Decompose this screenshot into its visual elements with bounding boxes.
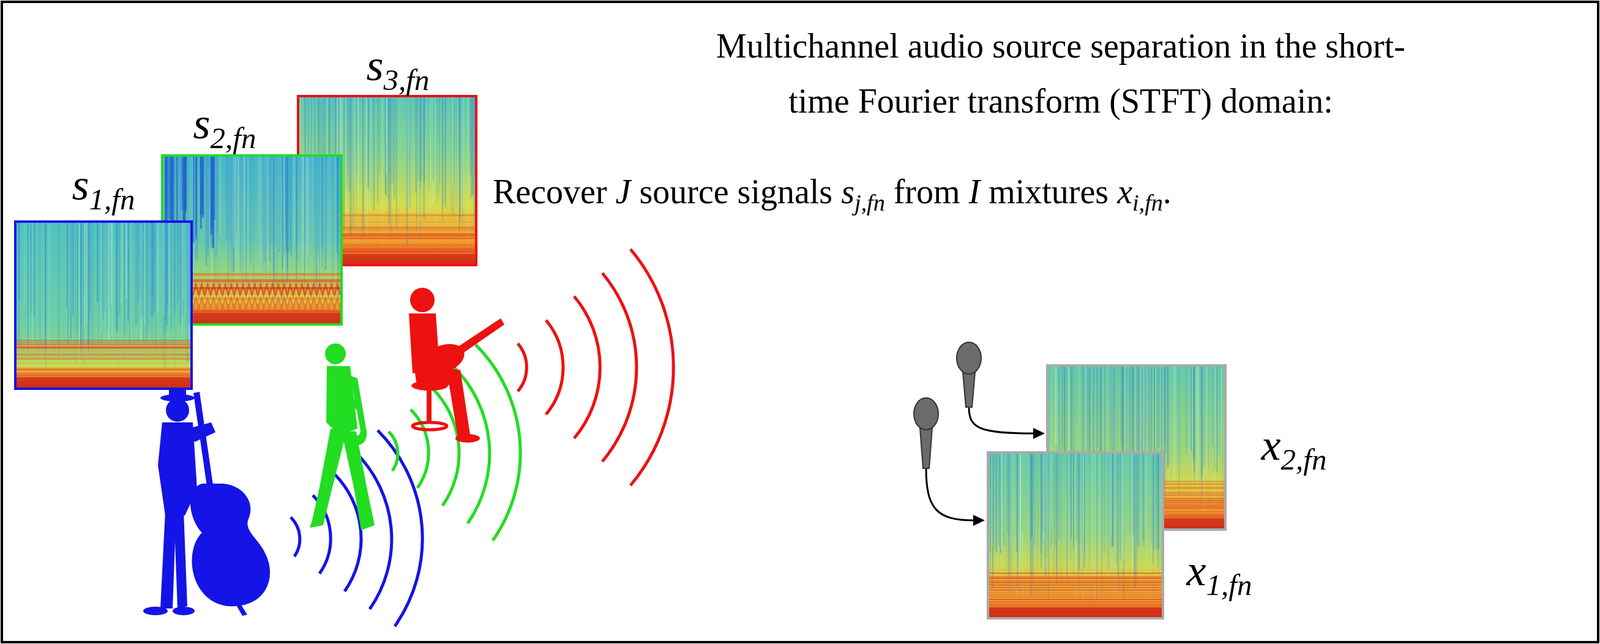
green-waves xyxy=(388,344,521,541)
spectrogram-box: s1,fn xyxy=(14,220,193,390)
text-part: x xyxy=(1186,545,1207,595)
title: Multichannel audio source separation in … xyxy=(693,18,1429,129)
signal-label: s2,fn xyxy=(193,99,257,155)
text-part: signals xyxy=(737,172,834,211)
signal-label: s3,fn xyxy=(366,41,430,97)
text-part: s xyxy=(366,41,384,90)
text-part: s xyxy=(72,160,90,210)
text-part xyxy=(1108,172,1118,211)
text-part xyxy=(885,172,894,211)
text-part: mixtures xyxy=(988,172,1109,211)
text-part: source xyxy=(639,172,729,211)
microphone xyxy=(913,397,985,526)
text-part xyxy=(832,172,842,211)
text-part xyxy=(630,172,640,211)
text-part xyxy=(979,172,989,211)
spectrogram-box: x1,fn xyxy=(986,451,1165,620)
red-waves xyxy=(517,249,674,486)
text-part: 1,fn xyxy=(89,182,136,217)
text-part: J xyxy=(615,172,632,211)
text-part: 2,fn xyxy=(1281,442,1328,477)
bass-player xyxy=(143,385,270,616)
spectrogram-image xyxy=(16,222,191,388)
text-part: 3,fn xyxy=(383,63,430,97)
text-part xyxy=(728,172,738,211)
text-part: . xyxy=(1162,172,1172,211)
blue-waves xyxy=(290,430,423,627)
text-part: from xyxy=(893,172,961,211)
spectrogram-image xyxy=(989,453,1162,617)
text-part: 1,fn xyxy=(1206,568,1253,602)
text-part xyxy=(607,172,616,211)
saxophonist xyxy=(309,343,375,531)
text-part xyxy=(960,172,969,211)
text-part: x xyxy=(1117,172,1133,211)
subtitle: Recover J source signals sj,fn from I mi… xyxy=(492,169,1172,219)
text-part: Recover xyxy=(492,172,608,211)
text-part: 2,fn xyxy=(210,121,257,155)
signal-label: x2,fn xyxy=(1261,421,1328,477)
signal-label: s1,fn xyxy=(72,160,136,217)
signal-label: x1,fn xyxy=(1186,546,1253,602)
text-part: x xyxy=(1261,420,1282,470)
text-part: s xyxy=(193,99,211,149)
text-part: j,fn xyxy=(854,189,886,216)
text-part: I xyxy=(968,172,981,211)
microphone xyxy=(956,342,1045,439)
guitarist xyxy=(408,287,505,443)
text-part: s xyxy=(841,172,855,211)
text-part: i,fn xyxy=(1132,189,1163,216)
